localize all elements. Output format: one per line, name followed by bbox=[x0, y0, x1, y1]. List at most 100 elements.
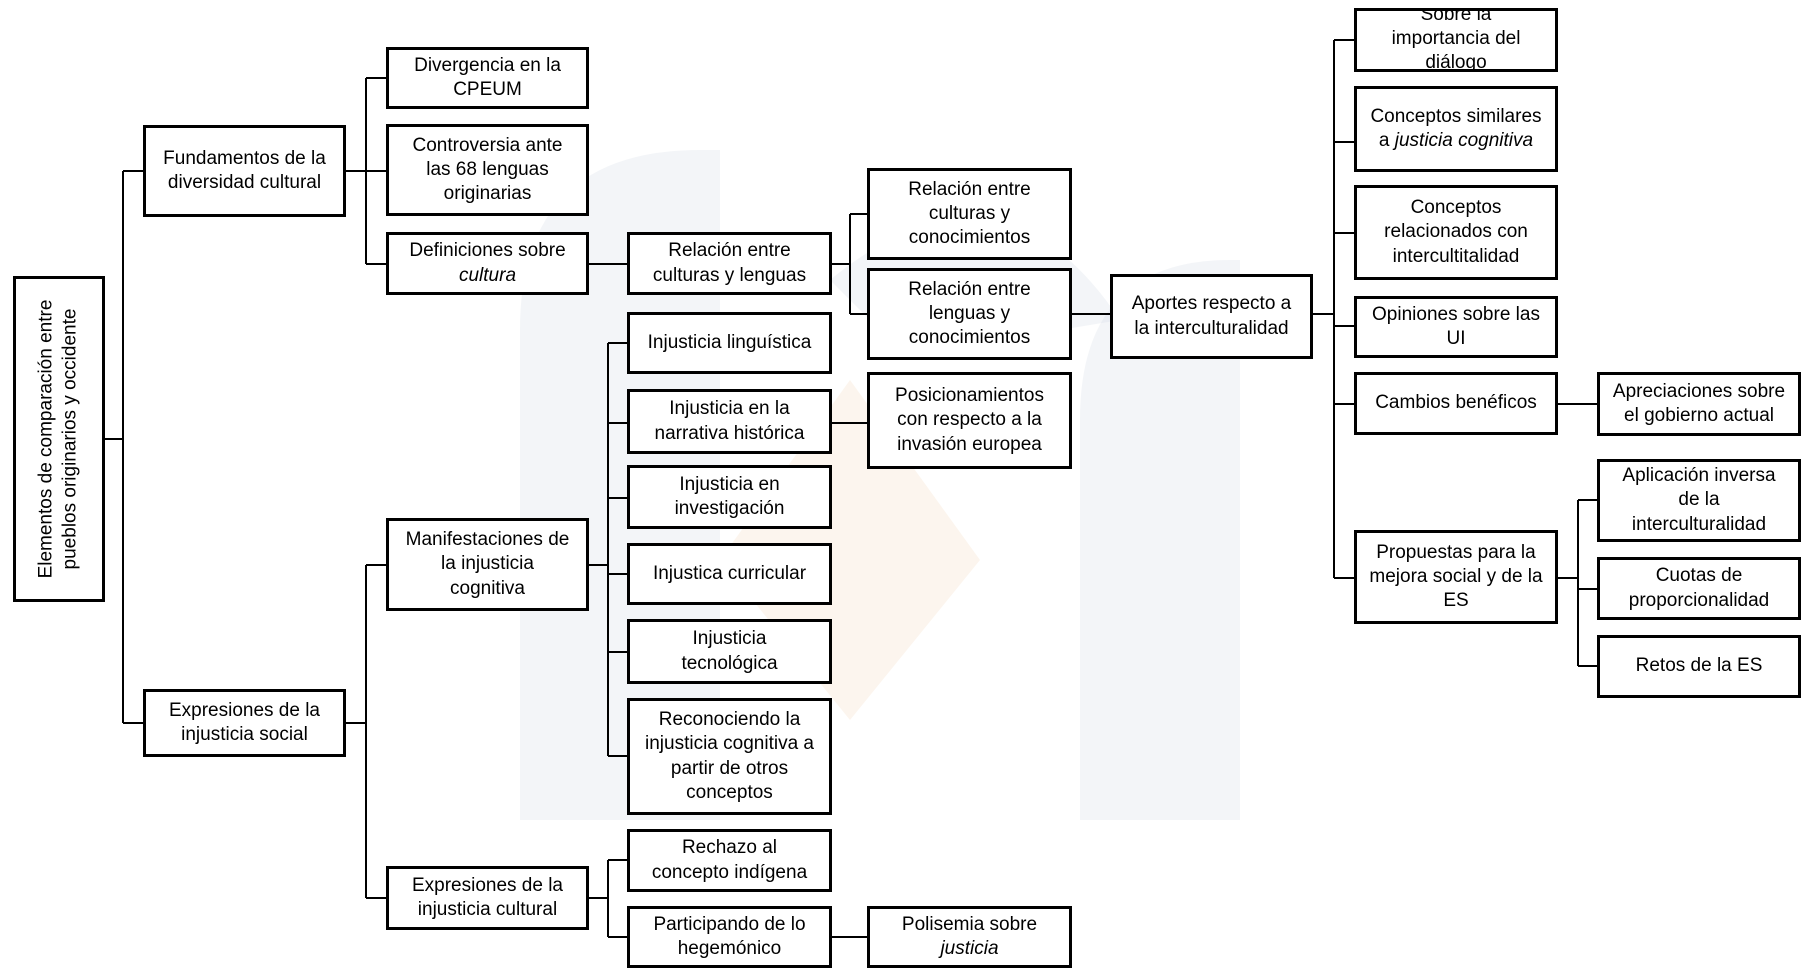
conceptos-relacionados-line-1: Conceptos bbox=[1410, 197, 1502, 219]
node-apreciaciones: Apreciaciones sobre el gobierno actual bbox=[1597, 372, 1801, 436]
definiciones-italic: cultura bbox=[458, 264, 517, 286]
polisemia-line-1: Polisemia sobre bbox=[901, 913, 1038, 935]
polisemia-italic: justicia bbox=[940, 938, 999, 959]
posicionamientos-line-1: Posicionamientos bbox=[895, 385, 1044, 407]
inj-tecnologica-line-2: tecnológica bbox=[681, 652, 778, 674]
participando-line-1: Participando de lo bbox=[653, 913, 806, 935]
inj-narrativa-line-1: Injusticia en la bbox=[669, 398, 790, 420]
propuestas-line-3: ES bbox=[1443, 590, 1469, 612]
aplicacion-line-1: Aplicación inversa bbox=[1622, 465, 1776, 487]
definiciones-line-1: Definiciones sobre bbox=[409, 240, 566, 262]
node-injusticia-curricular: Injustica curricular bbox=[627, 543, 832, 605]
manifestaciones-line-2: la injusticia bbox=[441, 553, 534, 575]
conceptos-relacionados-line-3: intercultitalidad bbox=[1392, 245, 1520, 267]
rel-leng-conoc-line-1: Relación entre bbox=[908, 278, 1031, 300]
conceptos-relacionados-line-2: relacionados con bbox=[1384, 221, 1528, 243]
rel-cult-conoc-line-1: Relación entre bbox=[908, 178, 1031, 200]
rel-cult-leng-line-2: culturas y lenguas bbox=[652, 264, 807, 286]
posicionamientos-line-2: con respecto a la bbox=[897, 409, 1042, 431]
expresiones-social-line-1: Expresiones de la bbox=[168, 699, 321, 721]
inj-investigacion-line-2: investigación bbox=[674, 498, 785, 519]
root-node-label: Elementos de comparación entre pueblos o… bbox=[35, 289, 84, 589]
aplicacion-line-3: interculturalidad bbox=[1631, 513, 1767, 535]
sobre-importancia-line-3: diálogo bbox=[1425, 52, 1487, 72]
apreciaciones-line-2: el gobierno actual bbox=[1624, 405, 1774, 426]
controversia-line-1: Controversia ante bbox=[412, 134, 563, 156]
retos-line-1: Retos de la ES bbox=[1635, 655, 1763, 677]
controversia-line-2: las 68 lenguas bbox=[426, 158, 549, 180]
node-injusticia-linguistica: Injusticia linguística bbox=[627, 312, 832, 374]
rel-cult-conoc-line-3: conocimientos bbox=[908, 227, 1031, 249]
reconociendo-line-3: partir de otros bbox=[670, 757, 789, 779]
root-node: Elementos de comparación entre pueblos o… bbox=[13, 276, 105, 602]
node-participando: Participando de lo hegemónico bbox=[627, 906, 832, 968]
rechazo-line-1: Rechazo al bbox=[681, 837, 778, 859]
manifestaciones-line-3: cognitiva bbox=[450, 577, 525, 599]
node-cambios: Cambios benéficos bbox=[1354, 372, 1558, 435]
manifestaciones-line-1: Manifestaciones de bbox=[405, 529, 570, 551]
conceptos-similares-italic: justicia cognitiva bbox=[1394, 130, 1534, 151]
inj-investigacion-line-1: Injusticia en bbox=[679, 473, 780, 495]
root-line-3: occidente bbox=[60, 308, 81, 390]
sobre-importancia-line-1: Sobre la bbox=[1420, 8, 1492, 25]
rel-cult-conoc-line-2: culturas y bbox=[928, 202, 1011, 224]
expresiones-social-line-2: injusticia social bbox=[181, 724, 308, 745]
inj-tecnologica-line-1: Injusticia bbox=[692, 628, 767, 650]
propuestas-line-2: mejora social y de la bbox=[1369, 565, 1543, 587]
inj-curricular-line-1: Injustica curricular bbox=[652, 562, 807, 584]
posicionamientos-line-3: invasión europea bbox=[897, 433, 1042, 455]
inj-linguistica-line-1: Injusticia linguística bbox=[647, 331, 812, 353]
aportes-line-1: Aportes respecto a bbox=[1131, 293, 1292, 315]
divergencia-line-2: CPEUM bbox=[453, 79, 522, 100]
aplicacion-line-2: de la bbox=[1678, 489, 1720, 511]
root-line-1: Elementos de comparación bbox=[35, 348, 57, 579]
cuotas-line-1: Cuotas de bbox=[1655, 565, 1743, 587]
opiniones-line-2: UI bbox=[1446, 328, 1466, 349]
apreciaciones-line-1: Apreciaciones sobre bbox=[1612, 380, 1786, 402]
node-sobre-importancia: Sobre la importancia del diálogo bbox=[1354, 8, 1558, 72]
divergencia-line-1: Divergencia en la bbox=[414, 54, 561, 76]
node-fundamentos: Fundamentos de la diversidad cultural bbox=[143, 125, 346, 217]
fundamentos-line-2: diversidad cultural bbox=[167, 172, 322, 193]
reconociendo-line-2: injusticia cognitiva a bbox=[645, 733, 814, 755]
sobre-importancia-line-2: importancia del bbox=[1391, 27, 1521, 49]
rechazo-line-2: concepto indígena bbox=[651, 861, 808, 883]
reconociendo-line-1: Reconociendo la bbox=[658, 708, 801, 730]
node-divergencia: Divergencia en la CPEUM bbox=[386, 47, 589, 109]
node-retos: Retos de la ES bbox=[1597, 635, 1801, 698]
rel-leng-conoc-line-2: lenguas y bbox=[928, 302, 1011, 324]
rel-cult-leng-line-1: Relación entre bbox=[668, 240, 791, 262]
node-expresiones-social: Expresiones de la injusticia social bbox=[143, 689, 346, 757]
participando-line-2: hegemónico bbox=[677, 938, 782, 959]
reconociendo-line-4: conceptos bbox=[686, 781, 773, 803]
expresiones-cultural-line-1: Expresiones de la bbox=[411, 874, 564, 896]
conceptos-similares-prefix: a bbox=[1378, 130, 1395, 151]
fundamentos-line-1: Fundamentos de la bbox=[163, 147, 326, 169]
node-polisemia: Polisemia sobre justicia bbox=[867, 906, 1072, 968]
cuotas-line-2: proporcionalidad bbox=[1628, 589, 1770, 611]
inj-narrativa-line-2: narrativa histórica bbox=[654, 422, 805, 444]
conceptos-similares-line-1: Conceptos similares bbox=[1370, 105, 1542, 127]
node-injusticia-investigacion: Injusticia en investigación bbox=[627, 465, 832, 529]
node-expresiones-cultural: Expresiones de la injusticia cultural bbox=[386, 866, 589, 930]
expresiones-cultural-line-2: injusticia cultural bbox=[417, 899, 558, 920]
aportes-line-2: la interculturalidad bbox=[1134, 317, 1289, 339]
rel-leng-conoc-line-3: conocimientos bbox=[908, 327, 1031, 349]
